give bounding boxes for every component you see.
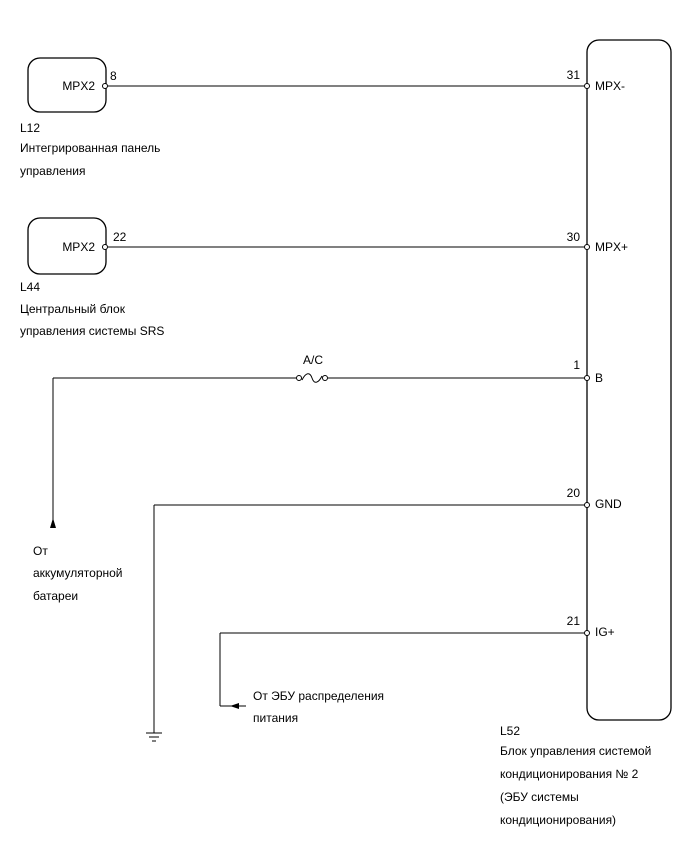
connector-l12-name-line1: Интегрированная панель — [20, 141, 160, 155]
connector-l52-name-line3: (ЭБУ системы — [500, 790, 579, 804]
connector-l52-name-line4: кондиционирования) — [500, 813, 616, 827]
connector-l44-pin-label: MPX2 — [62, 240, 95, 254]
ecu-pin-label: B — [595, 371, 603, 385]
power-ecu-source-label: От ЭБУ распределения питания — [253, 689, 384, 725]
terminal-l44-22 — [102, 244, 108, 250]
ecu-pin-mpx-minus: 31 MPX- — [567, 68, 625, 93]
ecu-pin-number: 1 — [573, 358, 580, 372]
ecu-pin-number: 30 — [567, 230, 581, 244]
ecu-pin-number: 20 — [567, 486, 581, 500]
svg-text:аккумуляторной: аккумуляторной — [33, 566, 123, 580]
connector-l12: MPX2 8 L12 Интегрированная панель управл… — [20, 57, 160, 178]
ecu-pin-label: GND — [595, 497, 622, 511]
svg-text:батареи: батареи — [33, 589, 78, 603]
connector-l44: MPX2 22 L44 Центральный блок управления … — [20, 217, 164, 338]
connector-l12-pin-label: MPX2 — [62, 79, 95, 93]
arrow-up-icon — [50, 518, 56, 528]
terminal-l52-31 — [584, 83, 590, 89]
ecu-pin-number: 31 — [567, 68, 581, 82]
ecu-pin-ig-plus: 21 IG+ — [567, 614, 615, 639]
terminal-l52-1 — [584, 375, 590, 381]
connector-l12-code: L12 — [20, 121, 40, 135]
svg-text:От: От — [33, 544, 48, 558]
wire-b — [50, 377, 584, 528]
connector-l52: L52 Блок управления системой кондиционир… — [500, 39, 672, 827]
ecu-pin-number: 21 — [567, 614, 581, 628]
fuse-label: A/C — [303, 353, 323, 367]
connector-l44-pin-number: 22 — [113, 230, 127, 244]
ground-icon — [146, 732, 162, 742]
connector-l52-name-line1: Блок управления системой — [500, 744, 651, 758]
terminal-l12-8 — [102, 83, 108, 89]
battery-source-label: От аккумуляторной батареи — [33, 544, 123, 603]
connector-l44-name-line2: управления системы SRS — [20, 324, 164, 338]
ecu-pin-b: 1 B — [573, 358, 603, 385]
connector-l44-name-line1: Центральный блок — [20, 302, 126, 316]
connector-l52-code: L52 — [500, 724, 520, 738]
ecu-pin-label: IG+ — [595, 625, 615, 639]
fuse: A/C — [296, 353, 328, 383]
ecu-pin-mpx-plus: 30 MPX+ — [567, 230, 628, 254]
ecu-pin-label: MPX- — [595, 79, 625, 93]
ecu-pin-label: MPX+ — [595, 240, 628, 254]
connector-l12-pin-number: 8 — [110, 69, 117, 83]
fuse-icon — [301, 373, 323, 383]
ecu-pin-gnd: 20 GND — [567, 486, 622, 511]
terminal-l52-20 — [584, 502, 590, 508]
terminal-l52-30 — [584, 244, 590, 250]
svg-text:От ЭБУ распределения: От ЭБУ распределения — [253, 689, 384, 703]
wire-ig-plus — [219, 632, 584, 709]
svg-text:питания: питания — [253, 711, 298, 725]
connector-l44-code: L44 — [20, 280, 40, 294]
connector-l12-name-line2: управления — [20, 164, 85, 178]
connector-l52-name-line2: кондиционирования № 2 — [500, 767, 639, 781]
wire-gnd — [153, 504, 584, 733]
arrow-left-icon — [230, 703, 239, 709]
terminal-l52-21 — [584, 630, 590, 636]
pin-terminals — [102, 83, 590, 636]
